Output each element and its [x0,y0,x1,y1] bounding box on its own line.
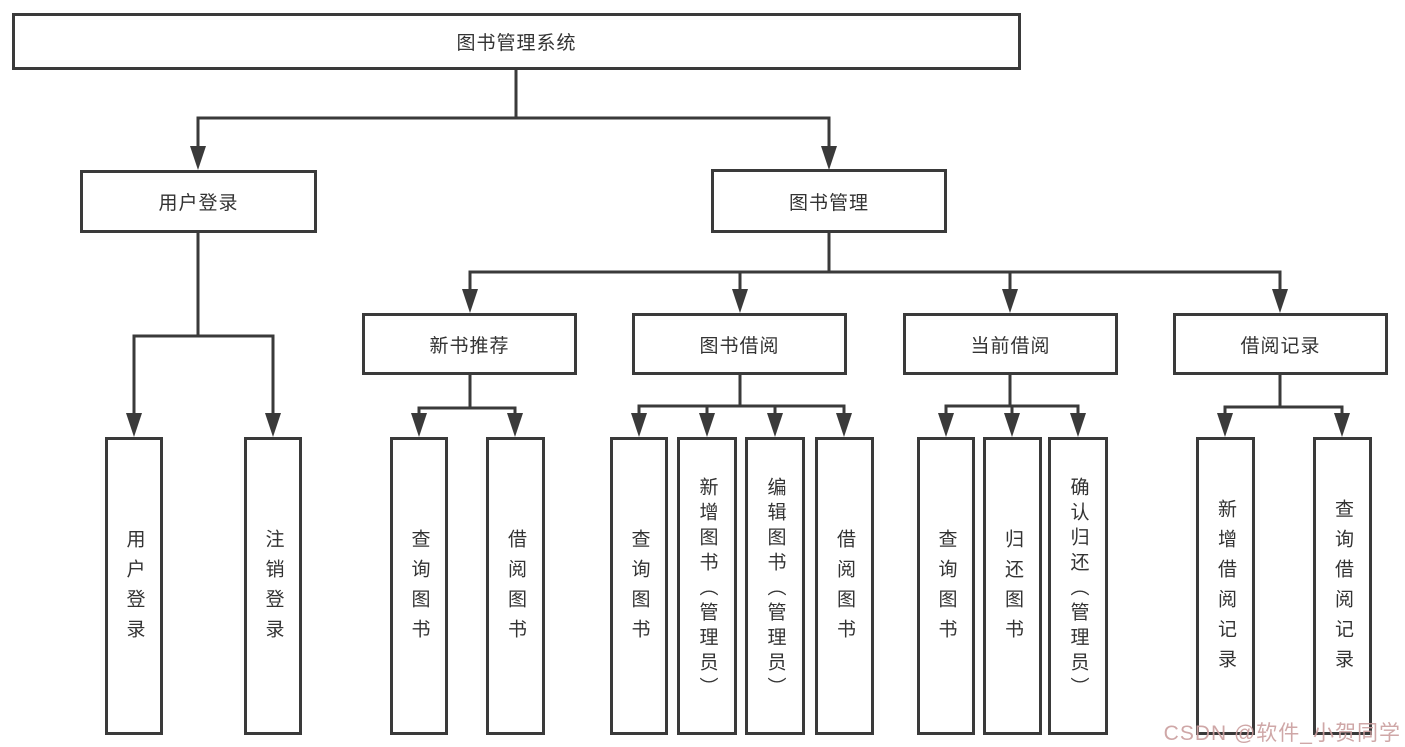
leaf-borrow-query-books: 查询图书 [610,437,668,735]
leaf-current-query-books: 查询图书 [917,437,975,735]
leaf-query-borrow-record: 查询借阅记录 [1313,437,1372,735]
leaf-borrow-books: 借阅图书 [815,437,874,735]
leaf-add-borrow-record: 新增借阅记录 [1196,437,1255,735]
leaf-user-login: 用户登录 [105,437,163,735]
leaf-return-books: 归还图书 [983,437,1042,735]
node-borrow-records: 借阅记录 [1173,313,1388,375]
node-user-login: 用户登录 [80,170,317,233]
csdn-watermark: CSDN @软件_小贺同学 [1163,722,1401,745]
node-system-root: 图书管理系统 [12,13,1021,70]
leaf-recommend-borrow-books: 借阅图书 [486,437,545,735]
leaf-recommend-query-books: 查询图书 [390,437,448,735]
node-current-borrow: 当前借阅 [903,313,1118,375]
leaf-confirm-return-admin: 确认归还（管理员） [1048,437,1108,735]
leaf-logout: 注销登录 [244,437,302,735]
leaf-edit-books-admin: 编辑图书（管理员） [745,437,805,735]
node-new-book-recommend: 新书推荐 [362,313,577,375]
leaf-add-books-admin: 新增图书（管理员） [677,437,737,735]
node-book-borrow: 图书借阅 [632,313,847,375]
node-book-management: 图书管理 [711,169,947,233]
